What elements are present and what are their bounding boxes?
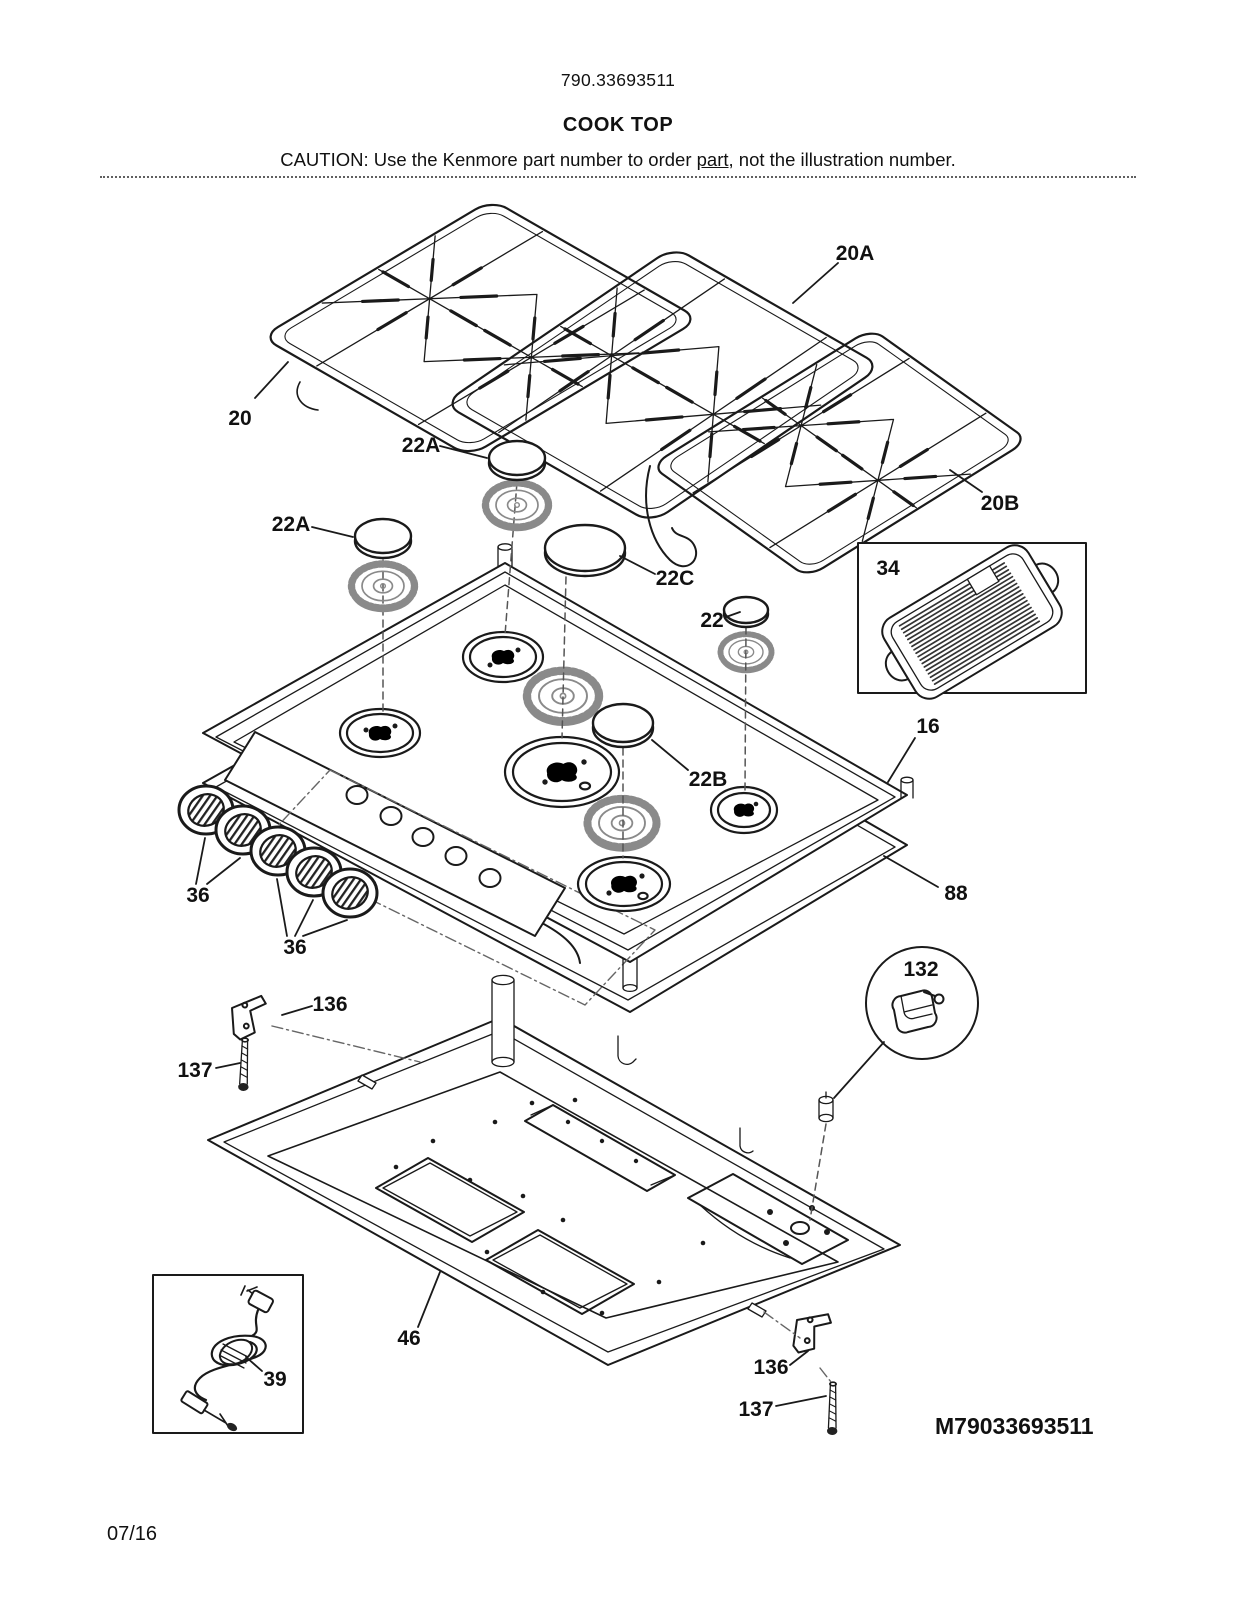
callout-46: 46 [397,1327,420,1350]
callout-36-rear: 36 [283,936,306,959]
corner-pins [497,543,914,993]
caution-text: CAUTION: Use the Kenmore part number to … [0,149,1236,171]
callout-22c: 22C [656,567,695,590]
date-code: 07/16 [107,1523,157,1545]
wall-tabs [357,1074,767,1318]
corner-tray [687,1173,849,1265]
corner-gusset [491,974,515,1068]
callout-36-front: 36 [186,884,209,907]
callout-22a-2: 22A [272,513,311,536]
burner-cap-22 [722,595,770,629]
insulation-pads [375,1157,635,1315]
burner-box-46 [207,974,901,1366]
burner-cap-22a-2 [353,517,413,560]
wire-clip-detail-132 [809,946,979,1221]
grate-20a [443,247,881,568]
callout-137-lower: 137 [738,1398,773,1421]
center-bar [524,1104,676,1192]
burner-head-22a-1 [486,483,549,530]
callout-leader-lines [195,262,983,1407]
model-number: 790.33693511 [560,70,676,90]
power-cord [180,1285,274,1432]
callout-22a-1: 22A [402,434,441,457]
caution-underlined-word: part [696,149,729,170]
control-ledge [224,731,566,937]
callout-132: 132 [903,958,938,981]
page-title: COOK TOP [562,114,674,136]
header-divider [100,176,1136,178]
caution-prefix: CAUTION: Use the Kenmore part number to … [280,149,697,170]
burner-cap-22c [543,523,627,578]
grate-20b [651,329,1028,578]
griddle-inset-34 [857,542,1087,700]
burner-pans [338,630,779,913]
callout-22: 22 [700,609,723,632]
callout-136-upper: 136 [312,993,347,1016]
bracket-upper-136 [230,994,421,1063]
grate-20 [261,200,699,457]
bracket-lower-136 [763,1309,834,1383]
callout-22b: 22B [689,768,728,791]
burner-cap-22a-1 [487,439,547,482]
callout-20a: 20A [836,242,875,265]
floor-holes [393,1097,706,1316]
hold-down-clips [617,1035,754,1154]
callout-136-lower: 136 [753,1356,788,1379]
callout-88: 88 [944,882,968,905]
callout-20b: 20B [981,492,1020,515]
publication-number: M79033693511 [935,1413,1094,1439]
screw-lower-137 [826,1381,840,1436]
callout-20: 20 [228,407,251,430]
callout-39: 39 [263,1368,286,1391]
screw-upper-137 [237,1037,252,1092]
alignment-dashes [382,481,747,859]
callout-34: 34 [876,557,900,580]
burner-head-22a-2 [352,564,415,611]
burner-cap-22b [591,702,655,749]
callout-137-upper: 137 [177,1059,212,1082]
clip-screw [818,1091,834,1123]
caution-suffix: , not the illustration number. [728,149,956,170]
power-cord-inset-39 [152,1274,304,1434]
callout-16: 16 [916,715,939,738]
